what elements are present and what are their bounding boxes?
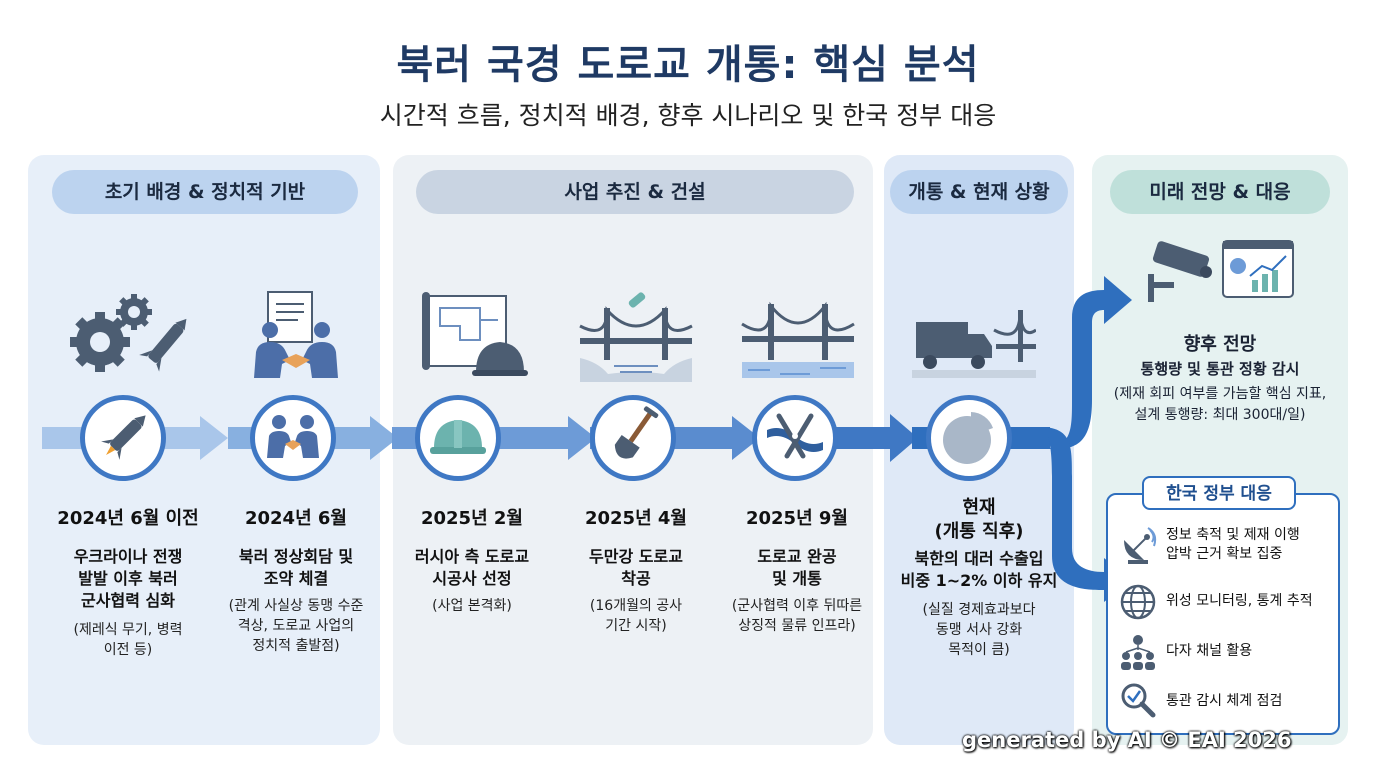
shovel-icon xyxy=(614,406,659,459)
hard-hat-icon xyxy=(430,420,486,454)
magnifier-check-icon xyxy=(1121,683,1156,718)
ribbon-cutting-icon xyxy=(767,413,823,459)
milestone-date: 현재(개통 직후) xyxy=(934,497,1024,542)
milestone-date: 2024년 6월 이전 xyxy=(57,508,199,529)
milestone-circle xyxy=(415,395,501,481)
milestone-circle xyxy=(590,395,676,481)
cctv-camera-icon xyxy=(1148,241,1212,302)
milestone-circle xyxy=(926,395,1012,481)
milestone-circle xyxy=(752,395,838,481)
milestone-date: 2024년 6월 xyxy=(244,508,347,529)
phase-label: 초기 배경 & 정치적 기반 xyxy=(52,170,358,214)
milestone-circle xyxy=(250,395,336,481)
milestone-date: 2025년 4월 xyxy=(584,508,687,529)
phase-label: 미래 전망 & 대응 xyxy=(1110,170,1330,214)
korea-response-title: 한국 정부 대응 xyxy=(1142,476,1296,510)
satellite-dish-icon xyxy=(1124,527,1157,564)
handshake-document-icon xyxy=(254,291,338,378)
gears-missile-icon xyxy=(70,294,187,372)
outlook-note: (제재 회피 여부를 가늠할 핵심 지표,설계 통행량: 최대 300대/일) xyxy=(1113,386,1327,423)
korea-response-item: 다자 채널 활용 xyxy=(1166,643,1253,659)
milestone-circle xyxy=(80,395,166,481)
truck-bridge-icon xyxy=(912,310,1036,378)
people-network-icon xyxy=(1121,635,1155,670)
milestone-note: (사업 본격화) xyxy=(432,598,512,614)
globe-icon xyxy=(1120,584,1156,620)
milestone-date: 2025년 2월 xyxy=(420,508,523,529)
milestone-date: 2025년 9월 xyxy=(745,508,848,529)
page-title: 북러 국경 도로교 개통: 핵심 분석 xyxy=(396,42,980,88)
phase-label: 사업 추진 & 건설 xyxy=(416,170,854,214)
page-subtitle: 시간적 흐름, 정치적 배경, 향후 시나리오 및 한국 정부 대응 xyxy=(379,101,997,130)
blueprint-helmet-icon xyxy=(422,292,528,376)
korea-response-item: 위성 모니터링, 통계 추적 xyxy=(1166,593,1313,609)
outlook-title: 향후 전망 xyxy=(1183,334,1257,355)
phase-label: 개통 & 현재 상황 xyxy=(890,170,1068,214)
pie-chart-icon xyxy=(943,412,993,464)
missile-icon xyxy=(101,415,146,460)
analytics-dashboard-icon xyxy=(1222,240,1294,298)
outlook-desc: 통행량 및 통관 정황 감시 xyxy=(1140,360,1300,378)
branch-arrow-up xyxy=(1040,276,1132,449)
watermark: generated by AI © EAI 2026 xyxy=(962,728,1292,752)
bridge-construction-icon xyxy=(579,292,693,382)
branch-arrow-down xyxy=(1040,427,1132,602)
handshake-icon xyxy=(267,415,319,458)
bridge-icon xyxy=(741,301,855,378)
korea-response-item: 통관 감시 체계 점검 xyxy=(1166,693,1283,709)
